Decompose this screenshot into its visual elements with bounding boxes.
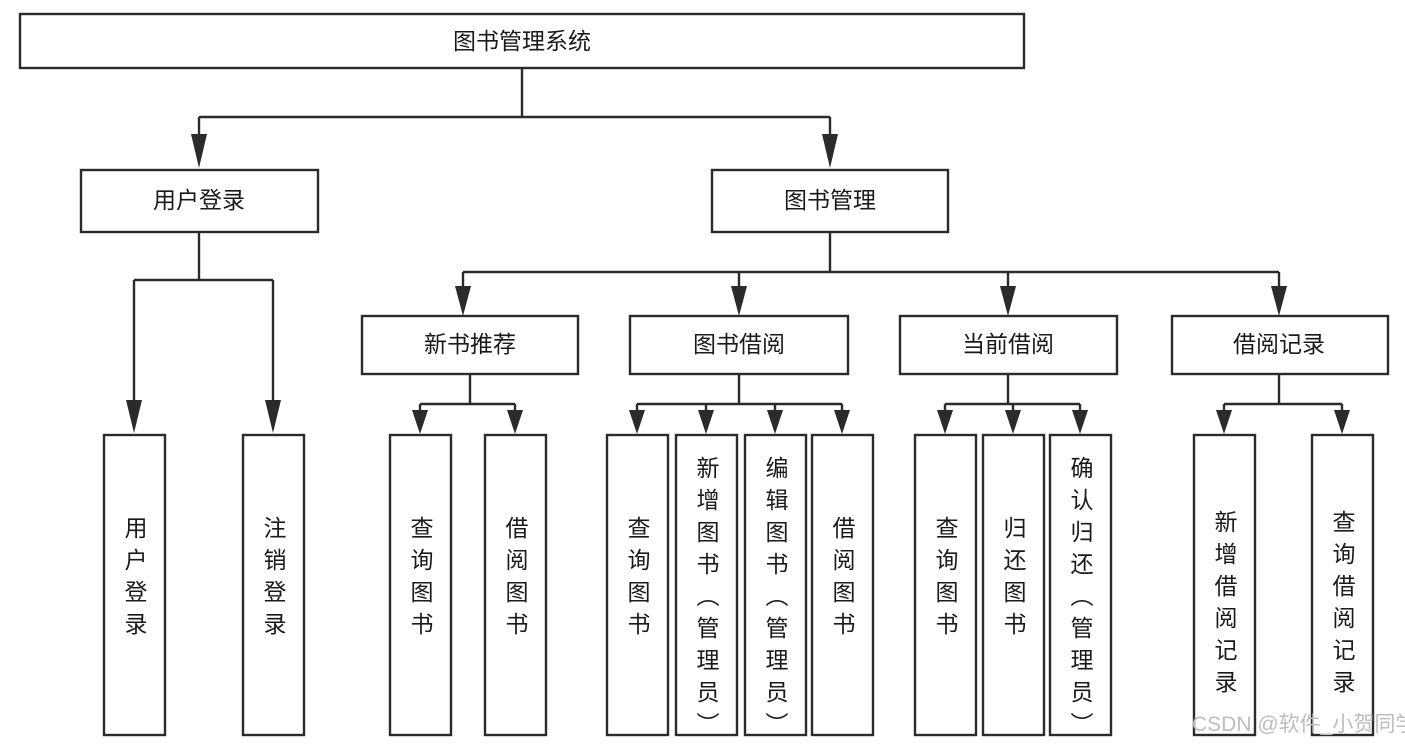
node-current-borrow-box[interactable]: [898, 314, 1119, 376]
leaf-query-book-2-box[interactable]: [605, 433, 670, 737]
leaf-query-record[interactable]: 查询借阅记录: [1310, 433, 1375, 737]
leaf-logout-label: 注销登录: [260, 516, 287, 644]
leaf-borrow-book-2-label: 借阅图书: [829, 516, 856, 644]
node-book-manage-label: 图书管理: [784, 187, 876, 213]
arrow-head-borrow-record: [1271, 286, 1287, 316]
leaf-confirm-return-label: 确认归还（管理员）: [1067, 456, 1094, 744]
leaf-add-book[interactable]: 新增图书（管理员）: [674, 433, 739, 744]
leaf-add-record-label: 新增借阅记录: [1211, 510, 1238, 702]
arrow-head-leaf-query-book-3: [937, 410, 953, 434]
arrow-head-leaf-add-book: [698, 410, 714, 434]
leaf-borrow-book-1-label: 借阅图书: [502, 516, 529, 644]
node-new-book-recommend-label: 新书推荐: [424, 331, 516, 357]
node-current-borrow[interactable]: 当前借阅: [898, 314, 1119, 376]
arrow-head-leaf-user-login: [126, 400, 142, 433]
node-book-manage-box[interactable]: [710, 168, 950, 234]
node-user-login-box[interactable]: [79, 168, 320, 234]
leaf-logout[interactable]: 注销登录: [241, 433, 306, 737]
leaf-user-login-box[interactable]: [102, 433, 167, 737]
node-book-borrow-label: 图书借阅: [693, 331, 785, 357]
arrow-head-leaf-edit-book: [767, 410, 783, 434]
node-book-manage[interactable]: 图书管理: [710, 168, 950, 234]
leaf-query-record-box[interactable]: [1310, 433, 1375, 737]
arrow-head-leaf-query-book-1: [412, 410, 428, 434]
connector-group-book-borrow-to-leaves: [629, 374, 850, 434]
leaf-query-book-1-label: 查询图书: [407, 516, 434, 644]
leaf-query-record-label: 查询借阅记录: [1329, 510, 1356, 702]
connector-group-new-book-recommend-to-leaves: [412, 374, 523, 434]
leaf-add-book-label: 新增图书（管理员）: [693, 456, 720, 744]
leaf-query-book-3[interactable]: 查询图书: [913, 433, 978, 737]
arrow-head-book-borrow: [731, 286, 747, 316]
leaf-user-login-label: 用户登录: [121, 516, 148, 644]
leaf-edit-book[interactable]: 编辑图书（管理员）: [743, 433, 808, 744]
node-root[interactable]: 图书管理系统: [18, 12, 1026, 70]
node-new-book-recommend-box[interactable]: [360, 314, 580, 376]
leaf-add-book-box[interactable]: [674, 433, 739, 737]
leaf-query-book-3-label: 查询图书: [932, 516, 959, 644]
node-book-borrow-box[interactable]: [628, 314, 850, 376]
arrow-head-leaf-borrow-book-1: [507, 410, 523, 434]
leaf-return-book-label: 归还图书: [1000, 516, 1027, 644]
connector-group-user-login-to-leaves: [126, 232, 281, 433]
leaf-return-book[interactable]: 归还图书: [981, 433, 1046, 737]
leaf-user-login[interactable]: 用户登录: [102, 433, 167, 737]
leaf-borrow-book-1[interactable]: 借阅图书: [483, 433, 548, 737]
leaf-confirm-return[interactable]: 确认归还（管理员）: [1048, 433, 1113, 744]
node-current-borrow-label: 当前借阅: [962, 331, 1054, 357]
arrow-head-leaf-query-book-2: [629, 410, 645, 434]
node-root-label: 图书管理系统: [453, 28, 591, 54]
leaf-edit-book-label: 编辑图书（管理员）: [762, 456, 789, 744]
leaf-query-book-3-box[interactable]: [913, 433, 978, 737]
arrow-head-current-borrow: [1000, 286, 1016, 316]
leaf-logout-box[interactable]: [241, 433, 306, 737]
leaf-edit-book-box[interactable]: [743, 433, 808, 737]
node-borrow-record-box[interactable]: [1170, 314, 1390, 376]
leaf-borrow-book-1-box[interactable]: [483, 433, 548, 737]
node-book-borrow[interactable]: 图书借阅: [628, 314, 850, 376]
arrow-head-new-book-recommend: [455, 286, 471, 316]
leaf-add-record-box[interactable]: [1192, 433, 1257, 737]
node-root-box[interactable]: [18, 12, 1026, 70]
leaf-add-record[interactable]: 新增借阅记录: [1192, 433, 1257, 737]
arrow-head-leaf-return-book: [1005, 410, 1021, 434]
arrow-head-leaf-add-record: [1216, 410, 1232, 434]
arrow-head-leaf-logout: [265, 400, 281, 433]
connector-group-book-manage-to-level3: [455, 232, 1287, 316]
leaf-query-book-1-box[interactable]: [388, 433, 453, 737]
arrow-head-leaf-query-record: [1334, 410, 1350, 434]
leaf-query-book-2-label: 查询图书: [624, 516, 651, 644]
node-borrow-record-label: 借阅记录: [1233, 331, 1325, 357]
node-user-login-label: 用户登录: [153, 187, 245, 213]
node-user-login[interactable]: 用户登录: [79, 168, 320, 234]
csdn-watermark: CSDN @软件_小贺同学: [1192, 713, 1405, 736]
leaf-borrow-book-2[interactable]: 借阅图书: [810, 433, 875, 737]
arrow-head-book-manage: [822, 134, 838, 168]
leaf-query-book-2[interactable]: 查询图书: [605, 433, 670, 737]
node-borrow-record[interactable]: 借阅记录: [1170, 314, 1390, 376]
arrow-head-leaf-confirm-return: [1072, 410, 1088, 434]
leaf-query-book-1[interactable]: 查询图书: [388, 433, 453, 737]
leaf-confirm-return-box[interactable]: [1048, 433, 1113, 737]
leaf-return-book-box[interactable]: [981, 433, 1046, 737]
connector-group-current-borrow-to-leaves: [937, 374, 1088, 434]
connector-group-root-to-level2: [191, 68, 838, 168]
arrow-head-user-login: [191, 134, 207, 168]
connector-group-borrow-record-to-leaves: [1216, 374, 1350, 434]
leaf-borrow-book-2-box[interactable]: [810, 433, 875, 737]
node-new-book-recommend[interactable]: 新书推荐: [360, 314, 580, 376]
arrow-head-leaf-borrow-book-2: [834, 410, 850, 434]
